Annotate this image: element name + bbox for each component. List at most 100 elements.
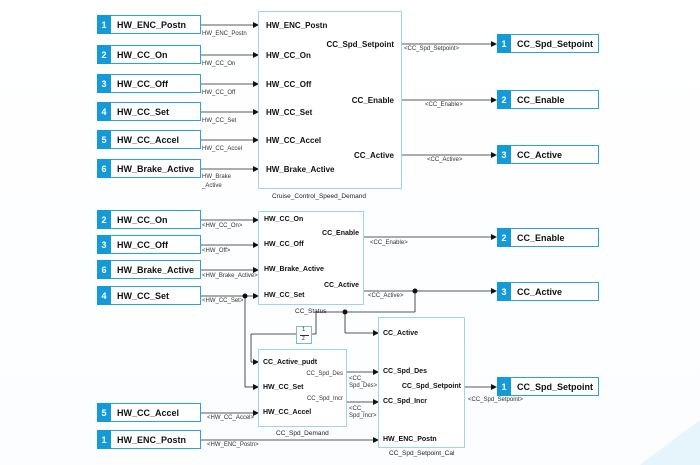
signal-label: HW_CC_Off — [202, 90, 236, 96]
outport-number: 2 — [497, 90, 511, 109]
signal-label: <HW_CC_Set> — [202, 298, 244, 304]
inport-label: HW_CC_On — [111, 45, 201, 64]
outport-label: CC_Spd_Setpoint — [511, 34, 599, 53]
inport-hw-cc-accel[interactable]: 5 HW_CC_Accel — [97, 130, 201, 149]
block-input-port: HW_ENC_Postn — [266, 21, 328, 30]
signal-label: HW_CC_Accel — [202, 146, 243, 152]
block-input-port: CC_Active_pudt — [263, 359, 318, 366]
inport-number: 3 — [97, 74, 111, 93]
block-input-port: HW_CC_Off — [266, 80, 312, 89]
inport-number: 5 — [97, 130, 111, 149]
fraction-bar — [300, 335, 309, 336]
inport-hw-brake-active[interactable]: 6 HW_Brake_Active — [97, 159, 201, 178]
outport-number: 2 — [497, 228, 511, 247]
outport-cc-spd-setpoint[interactable]: 1 CC_Spd_Setpoint — [497, 377, 599, 396]
block-input-port: HW_CC_Set — [263, 384, 304, 391]
outport-cc-active[interactable]: 3 CC_Active — [497, 282, 599, 301]
block-caption: CC_Spd_Setpoint_Cal — [389, 450, 455, 457]
outport-cc-spd-setpoint[interactable]: 1 CC_Spd_Setpoint — [497, 34, 599, 53]
outport-label: CC_Active — [511, 145, 599, 164]
inport-hw-enc-postn[interactable]: 1 HW_ENC_Postn — [97, 15, 201, 34]
signal-label: <HW_ENC_Postn> — [207, 442, 259, 448]
signal-label: Spd_Incr> — [349, 413, 377, 419]
inport-number: 2 — [97, 210, 111, 229]
cc-status-block[interactable]: HW_CC_On HW_CC_Off HW_Brake_Active HW_CC… — [258, 211, 364, 305]
signal-label: <CC_ — [349, 376, 365, 382]
unit-delay-block[interactable]: 1 z — [296, 326, 312, 344]
signal-label: <CC_Spd_Setpoint> — [468, 397, 524, 403]
signal-label: <CC_Spd_Setpoint> — [404, 46, 460, 52]
block-input-port: CC_Spd_Des — [383, 368, 427, 375]
inport-hw-cc-off[interactable]: 3 HW_CC_Off — [97, 74, 201, 93]
inport-label: HW_CC_Accel — [111, 130, 201, 149]
outport-number: 3 — [497, 145, 511, 164]
outport-number: 1 — [497, 34, 511, 53]
inport-label: HW_CC_Set — [111, 102, 201, 121]
inport-hw-cc-accel[interactable]: 5 HW_CC_Accel — [97, 403, 201, 422]
block-input-port: HW_Brake_Active — [266, 165, 335, 174]
inport-hw-brake-active[interactable]: 6 HW_Brake_Active — [97, 260, 201, 279]
inport-hw-cc-set[interactable]: 4 HW_CC_Set — [97, 102, 201, 121]
inport-number: 6 — [97, 159, 111, 178]
inport-label: HW_CC_Off — [111, 74, 201, 93]
block-output-port: CC_Enable — [322, 230, 359, 237]
outport-cc-enable[interactable]: 2 CC_Enable — [497, 90, 599, 109]
inport-number: 2 — [97, 45, 111, 64]
signal-label: <CC_Active> — [368, 293, 404, 299]
block-input-port: HW_CC_Set — [266, 108, 313, 117]
block-input-port: CC_Spd_Incr — [383, 398, 427, 405]
inport-label: HW_CC_Accel — [111, 403, 201, 422]
outport-label: CC_Enable — [511, 228, 599, 247]
signal-label: <HW_Brake_Active> — [202, 273, 258, 279]
block-output-port: CC_Spd_Setpoint — [401, 383, 461, 390]
signal-label: <CC_Active> — [427, 157, 463, 163]
inport-hw-cc-off[interactable]: 3 HW_CC_Off — [97, 235, 201, 254]
inport-number: 6 — [97, 260, 111, 279]
signal-label: HW_CC_On — [202, 61, 236, 67]
inport-hw-enc-postn[interactable]: 1 HW_ENC_Postn — [97, 430, 201, 449]
signal-label: <HW_Off> — [202, 248, 231, 254]
inport-number: 4 — [97, 102, 111, 121]
signal-label: HW_CC_Set — [202, 118, 237, 124]
block-input-port: HW_Brake_Active — [264, 266, 324, 273]
signal-label: <CC_Enable> — [370, 240, 408, 246]
block-caption: CC_Spd_Demand — [276, 430, 329, 437]
outport-cc-enable[interactable]: 2 CC_Enable — [497, 228, 599, 247]
inport-label: HW_ENC_Postn — [111, 430, 201, 449]
block-input-port: HW_ENC_Postn — [383, 436, 437, 443]
block-output-port: CC_Spd_Setpoint — [326, 40, 394, 49]
block-output-port: CC_Active — [353, 151, 394, 160]
inport-number: 5 — [97, 403, 111, 422]
block-input-port: HW_CC_Accel — [266, 136, 322, 145]
signal-label: HW_Brake — [202, 174, 232, 180]
cc-spd-setpoint-cal-block[interactable]: CC_Active CC_Spd_Des CC_Spd_Incr HW_ENC_… — [378, 317, 465, 448]
outport-label: CC_Active — [511, 282, 599, 301]
block-output-port: CC_Spd_Des — [306, 371, 343, 377]
signal-label: HW_ENC_Postn — [202, 31, 247, 37]
inport-label: HW_CC_Set — [111, 286, 201, 305]
inport-hw-cc-on[interactable]: 2 HW_CC_On — [97, 45, 201, 64]
block-caption: CC_Status — [295, 308, 327, 315]
inport-label: HW_ENC_Postn — [111, 15, 201, 34]
outport-cc-active[interactable]: 3 CC_Active — [497, 145, 599, 164]
block-input-port: HW_CC_On — [264, 216, 304, 223]
signal-label: <CC_Enable> — [425, 102, 463, 108]
cruise-control-speed-demand-block[interactable]: HW_ENC_Postn HW_CC_On HW_CC_Off HW_CC_Se… — [258, 11, 402, 189]
inport-hw-cc-set[interactable]: 4 HW_CC_Set — [97, 286, 201, 305]
block-output-port: CC_Enable — [351, 96, 394, 105]
block-output-port: CC_Active — [323, 282, 359, 289]
signal-label: _Active — [202, 183, 222, 189]
block-input-port: HW_CC_Off — [264, 241, 304, 248]
block-input-port: HW_CC_On — [266, 51, 311, 60]
signal-label: <CC_ — [349, 406, 365, 412]
block-output-port: CC_Spd_Incr — [306, 396, 343, 402]
inport-label: HW_Brake_Active — [111, 260, 201, 279]
inport-number: 1 — [97, 430, 111, 449]
signal-label: <HW_CC_Accel> — [207, 415, 255, 421]
outport-number: 3 — [497, 282, 511, 301]
outport-label: CC_Spd_Setpoint — [511, 377, 599, 396]
inport-hw-cc-on[interactable]: 2 HW_CC_On — [97, 210, 201, 229]
cc-spd-demand-block[interactable]: CC_Active_pudt HW_CC_Set HW_CC_Accel CC_… — [258, 349, 347, 427]
delay-denominator: z — [302, 336, 305, 342]
